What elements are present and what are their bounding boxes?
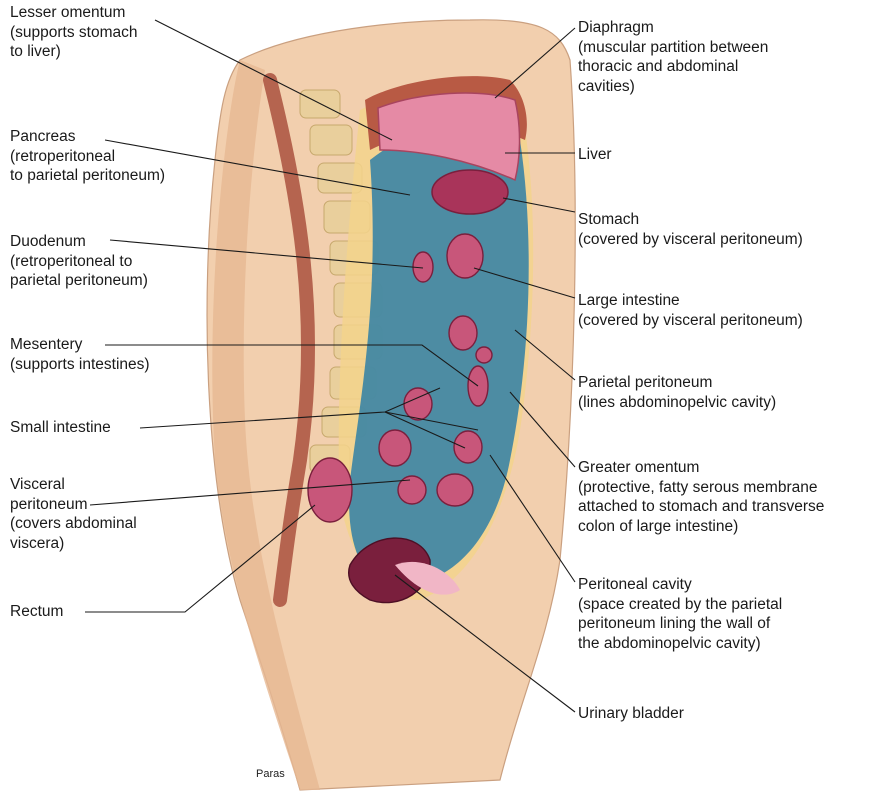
label-urinary-bladder: Urinary bladder: [578, 704, 684, 724]
artist-credit: Paras: [256, 768, 285, 780]
label-parietal-peritoneum: Parietal peritoneum (lines abdominopelvi…: [578, 373, 776, 412]
label-small-intestine: Small intestine: [10, 418, 111, 438]
label-large-intestine: Large intestine (covered by visceral per…: [578, 291, 803, 330]
label-stomach: Stomach (covered by visceral peritoneum): [578, 210, 803, 249]
stomach-shape: [432, 170, 508, 214]
label-diaphragm: Diaphragm (muscular partition between th…: [578, 18, 768, 96]
label-peritoneal-cavity: Peritoneal cavity (space created by the …: [578, 575, 782, 653]
label-duodenum: Duodenum (retroperitoneal to parietal pe…: [10, 232, 148, 291]
label-visceral-peritoneum: Visceral peritoneum (covers abdominal vi…: [10, 475, 137, 553]
label-pancreas: Pancreas (retroperitoneal to parietal pe…: [10, 127, 165, 186]
label-mesentery: Mesentery (supports intestines): [10, 335, 150, 374]
label-lesser-omentum: Lesser omentum (supports stomach to live…: [10, 3, 138, 62]
label-greater-omentum: Greater omentum (protective, fatty serou…: [578, 458, 824, 536]
label-liver: Liver: [578, 145, 612, 165]
label-rectum: Rectum: [10, 602, 63, 622]
